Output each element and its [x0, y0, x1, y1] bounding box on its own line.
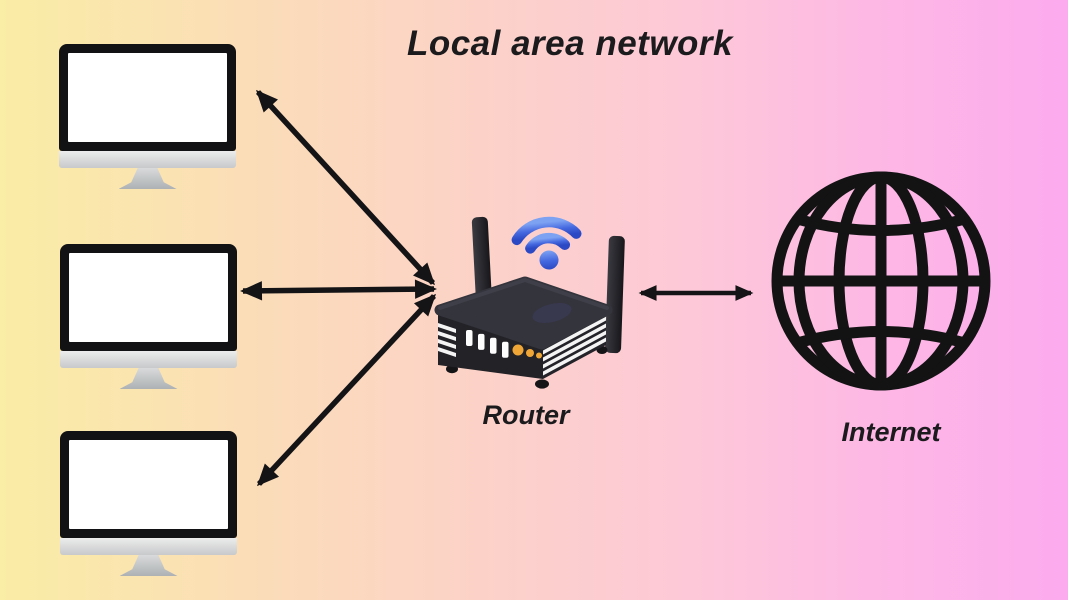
router-icon [434, 216, 625, 389]
router-foot [535, 379, 549, 389]
router-right-face [543, 311, 606, 379]
monitor-chin [60, 351, 237, 368]
computer-icon-3 [60, 431, 237, 576]
router-top-face [434, 276, 613, 350]
router-front-face [438, 311, 543, 379]
router-led [512, 344, 524, 356]
monitor-screen [69, 253, 228, 342]
globe-latitude-south [795, 326, 967, 349]
monitor-bezel [60, 431, 237, 538]
monitor-bezel [60, 244, 237, 351]
router-led [526, 349, 534, 357]
router-led [536, 352, 542, 359]
monitor-screen [69, 440, 228, 529]
router-vents [466, 330, 473, 346]
monitor-chin [60, 538, 237, 555]
computer-icon-1 [59, 44, 236, 189]
internet-label: Internet [841, 417, 941, 447]
arrow-computer3-router [256, 293, 437, 487]
globe-latitude-north [795, 213, 967, 236]
monitor-screen [68, 53, 227, 142]
arrow-computer2-router [240, 279, 437, 301]
wifi-icon [511, 216, 582, 270]
arrow-computer1-router [255, 89, 436, 286]
router-antenna-right [605, 235, 625, 354]
computer-icon-2 [60, 244, 237, 389]
globe-icon [771, 171, 991, 391]
router-label: Router [482, 400, 570, 430]
diagram-title: Local area network [406, 24, 734, 63]
monitor-chin [59, 151, 236, 168]
monitor-bezel [59, 44, 236, 151]
